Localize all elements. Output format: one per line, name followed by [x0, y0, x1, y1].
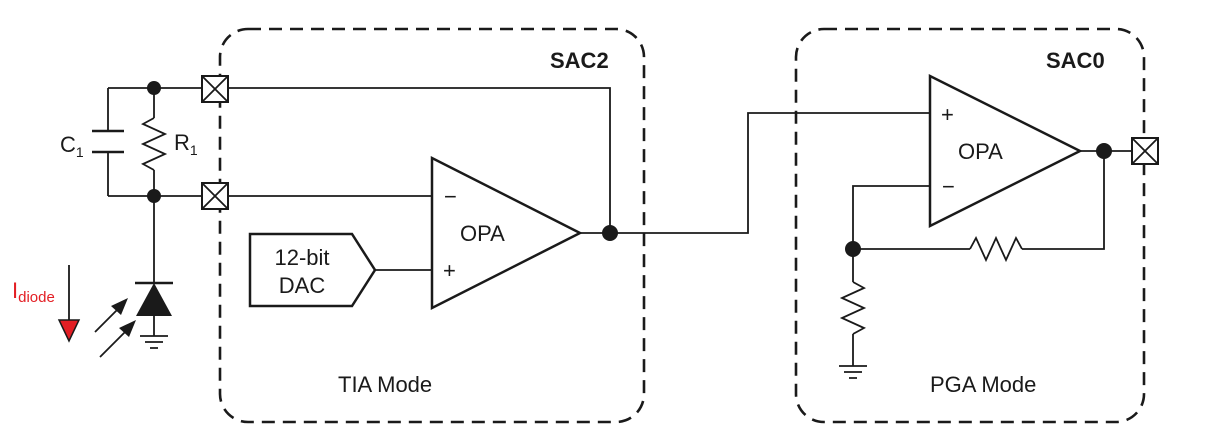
pga-inverting-wire — [852, 185, 930, 249]
opa-pga-triangle — [928, 73, 1083, 229]
opa-pga-plus: + — [941, 102, 954, 127]
idiode-label: Idiode — [12, 278, 55, 306]
light-arrows — [94, 298, 136, 358]
opa-tia-plus: + — [443, 258, 456, 283]
c1-capacitor — [92, 129, 124, 154]
pin-terminal-top — [201, 75, 229, 103]
opa-tia-label: OPA — [460, 221, 505, 246]
feedback-resistor — [969, 235, 1023, 263]
idiode-arrow — [57, 265, 81, 343]
r1-resistor — [140, 117, 168, 171]
pin-terminal-bottom — [201, 182, 229, 210]
ground-resistor — [839, 281, 867, 335]
dac-block — [248, 232, 377, 308]
input-network — [92, 81, 202, 203]
sac2-boundary — [218, 27, 646, 424]
opa-pga-minus: − — [942, 174, 955, 199]
pga-ground — [839, 365, 867, 379]
sac0-mode-label: PGA Mode — [930, 372, 1036, 397]
sac2-mode-label: TIA Mode — [338, 372, 432, 397]
dac-label-line2: DAC — [279, 273, 326, 298]
c1-label: C1 — [60, 132, 84, 160]
opa-tia-triangle — [430, 155, 583, 311]
opa-pga-label: OPA — [958, 139, 1003, 164]
feedback-wire — [228, 87, 611, 233]
sac0-title: SAC0 — [1046, 48, 1105, 73]
r1-label: R1 — [174, 130, 198, 158]
sac0-boundary — [794, 27, 1146, 424]
sac2-title: SAC2 — [550, 48, 609, 73]
photodiode — [135, 196, 173, 349]
dac-label-line1: 12-bit — [274, 245, 329, 270]
interconnect-wire — [610, 112, 930, 234]
pin-terminal-output — [1131, 137, 1159, 165]
pga-feedback-wire — [1022, 151, 1105, 250]
opa-tia-minus: − — [444, 184, 457, 209]
